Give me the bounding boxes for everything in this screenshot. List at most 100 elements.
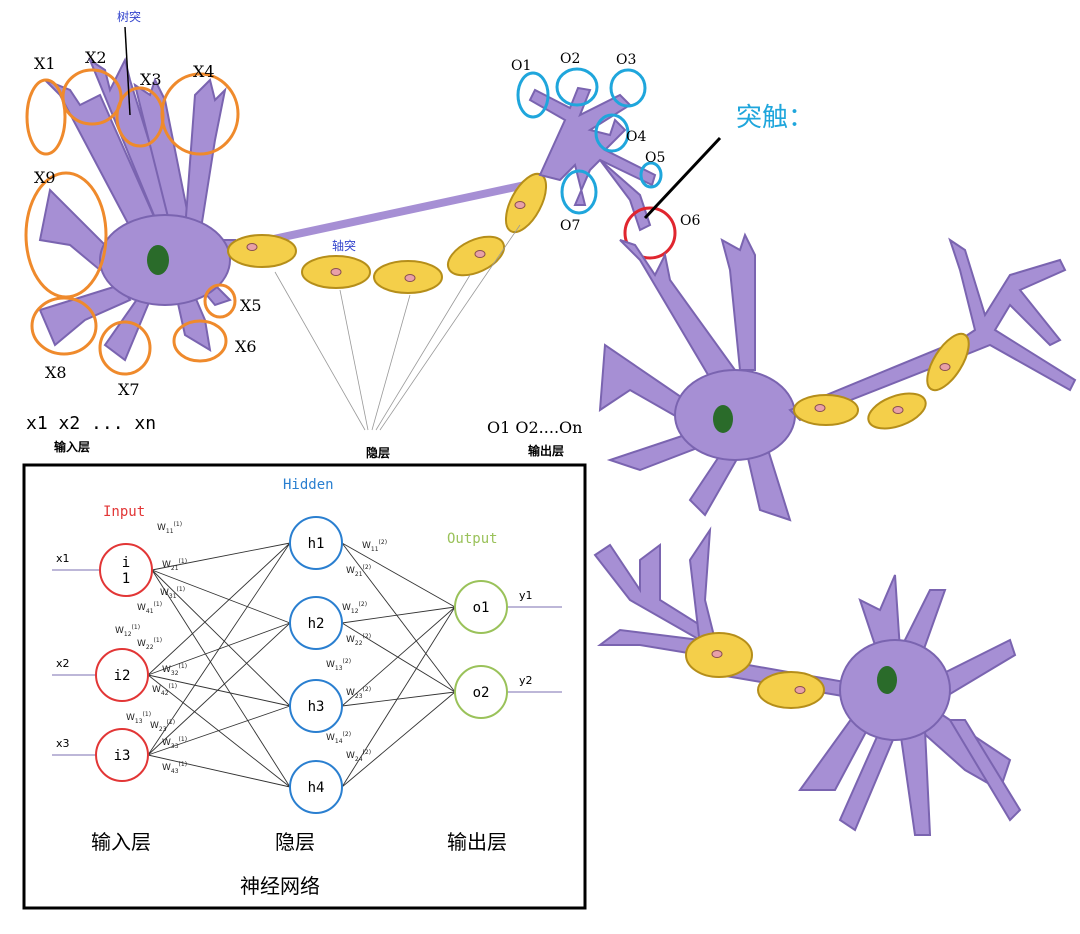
axon-terminals: [528, 86, 657, 232]
lower-axon: [685, 632, 825, 709]
synapse-circle: [623, 206, 677, 260]
y-label-2: y2: [519, 674, 533, 687]
input-circles: [24, 68, 240, 376]
output-label-o3: O3: [616, 52, 636, 68]
weight-layer1-4: W41(1): [137, 601, 162, 615]
edge-h2-o2: [341, 622, 456, 693]
input-layer-label: 输入层: [54, 439, 90, 454]
upper-nucleus: [713, 405, 733, 433]
edge-i2-h1: [147, 542, 291, 676]
hidden-node-3-label: h3: [308, 699, 325, 715]
weight-layer1-6: W22(1): [137, 637, 162, 651]
edge-i3-h4: [147, 754, 291, 788]
weight-layer1-8: W42(1): [152, 683, 177, 697]
edge-h1-o1: [341, 542, 456, 608]
right-neuron-upper: [598, 232, 1077, 522]
hidden-node-3: [289, 679, 343, 733]
weight-layer2-4: W22(2): [346, 633, 371, 647]
weight-layer1-9: W13(1): [126, 711, 151, 725]
input-series: x1 x2 ... xn: [26, 413, 156, 434]
hidden-layer-label: 隐层: [366, 445, 390, 460]
axon-label: 轴突: [332, 238, 356, 253]
weight-layer1-12: W43(1): [162, 761, 187, 775]
edge-i3-h1: [147, 542, 291, 756]
weight-layer2-6: W23(2): [346, 686, 371, 700]
hidden-node-1: [289, 516, 343, 570]
weight-layer1-11: W33(1): [162, 736, 187, 750]
input-node-2: [95, 648, 149, 702]
y-label-1: y1: [519, 589, 533, 602]
output-label-o6: O6: [680, 213, 700, 229]
output-label-o7: O7: [560, 218, 580, 234]
upper-axon: [793, 332, 970, 430]
edge-i2-h3: [147, 674, 291, 707]
output-node-2-label: o2: [473, 685, 490, 701]
output-label-o5: O5: [645, 150, 665, 166]
top-neuron: [24, 26, 722, 431]
x-label-1: x1: [56, 552, 70, 565]
network-weights: x1x2x3y1y2W11(1)W21(1)W31(1)W41(1)W12(1)…: [56, 521, 533, 775]
edge-i3-h2: [147, 622, 291, 756]
input-node-1: [99, 543, 153, 597]
hidden-title: Hidden: [283, 477, 334, 493]
output-label-o1: O1: [511, 58, 531, 74]
weight-layer2-1: W11(2): [362, 539, 387, 553]
input-label-x5: X5: [240, 296, 262, 315]
network-edges: [52, 542, 562, 788]
dendrites: [38, 57, 236, 362]
hidden-node-2: [289, 596, 343, 650]
edge-i1-h4: [151, 569, 291, 788]
weight-layer2-2: W21(2): [346, 564, 371, 578]
weight-layer2-8: W24(2): [346, 749, 371, 763]
output-label-o2: O2: [560, 51, 580, 67]
edge-h2-o1: [341, 606, 456, 624]
hidden-node-1-label: h1: [308, 536, 325, 552]
input-label-x6: X6: [235, 337, 257, 356]
hidden-node-2-label: h2: [308, 616, 325, 632]
hidden-node-4-label: h4: [308, 780, 325, 796]
right-neuron-lower: [593, 526, 1022, 836]
synapse-label: 突触：: [736, 103, 814, 133]
edge-i2-h4: [147, 674, 291, 788]
input-label-x2: X2: [85, 48, 107, 67]
edge-h1-o2: [341, 542, 456, 693]
weight-layer1-2: W21(1): [162, 558, 187, 572]
network-bottom-labels: 输入层 隐层 输出层 神经网络: [91, 830, 507, 898]
output-node-1-label: o1: [473, 600, 490, 616]
output-circles: [516, 67, 663, 215]
dendrite-label: 树突: [117, 9, 141, 24]
weight-layer2-3: W12(2): [342, 601, 367, 615]
input-node-3-label: i3: [114, 748, 131, 764]
input-labels: X1 X2 X3 X4 X5 X6 X7 X8 X9: [34, 48, 262, 399]
x-label-3: x3: [56, 737, 70, 750]
input-label-x9: X9: [34, 168, 56, 187]
x-label-2: x2: [56, 657, 70, 670]
hidden-fan-lines: [274, 224, 521, 431]
edge-h3-o2: [341, 691, 456, 707]
edge-h3-o1: [341, 606, 456, 707]
input-node-2-label: i2: [114, 668, 131, 684]
input-label-x7: X7: [118, 380, 140, 399]
nucleus: [147, 245, 169, 275]
input-title: Input: [103, 504, 145, 520]
edge-i1-h2: [151, 569, 291, 624]
input-label-x3: X3: [140, 70, 162, 89]
synapse-pointer: [643, 136, 722, 220]
weight-layer1-10: W23(1): [150, 719, 175, 733]
edge-i1-h3: [151, 569, 291, 707]
input-label-x1: X1: [34, 54, 56, 73]
edge-h4-o1: [341, 606, 456, 788]
bottom-label-output: 输出层: [447, 830, 507, 854]
hidden-node-4: [289, 760, 343, 814]
weight-layer1-7: W32(1): [162, 663, 187, 677]
output-node-2: [454, 665, 508, 719]
weight-layer1-1: W11(1): [157, 521, 182, 535]
input-node-1-label: 1: [122, 571, 130, 587]
lower-nucleus: [877, 666, 897, 694]
weight-layer2-7: W14(2): [326, 731, 351, 745]
output-labels: O1 O2 O3 O4 O5 O6 O7: [511, 51, 700, 234]
dendrite-pointer: [124, 26, 131, 116]
output-series: O1 O2....On: [487, 418, 582, 437]
weight-layer1-5: W12(1): [115, 624, 140, 638]
